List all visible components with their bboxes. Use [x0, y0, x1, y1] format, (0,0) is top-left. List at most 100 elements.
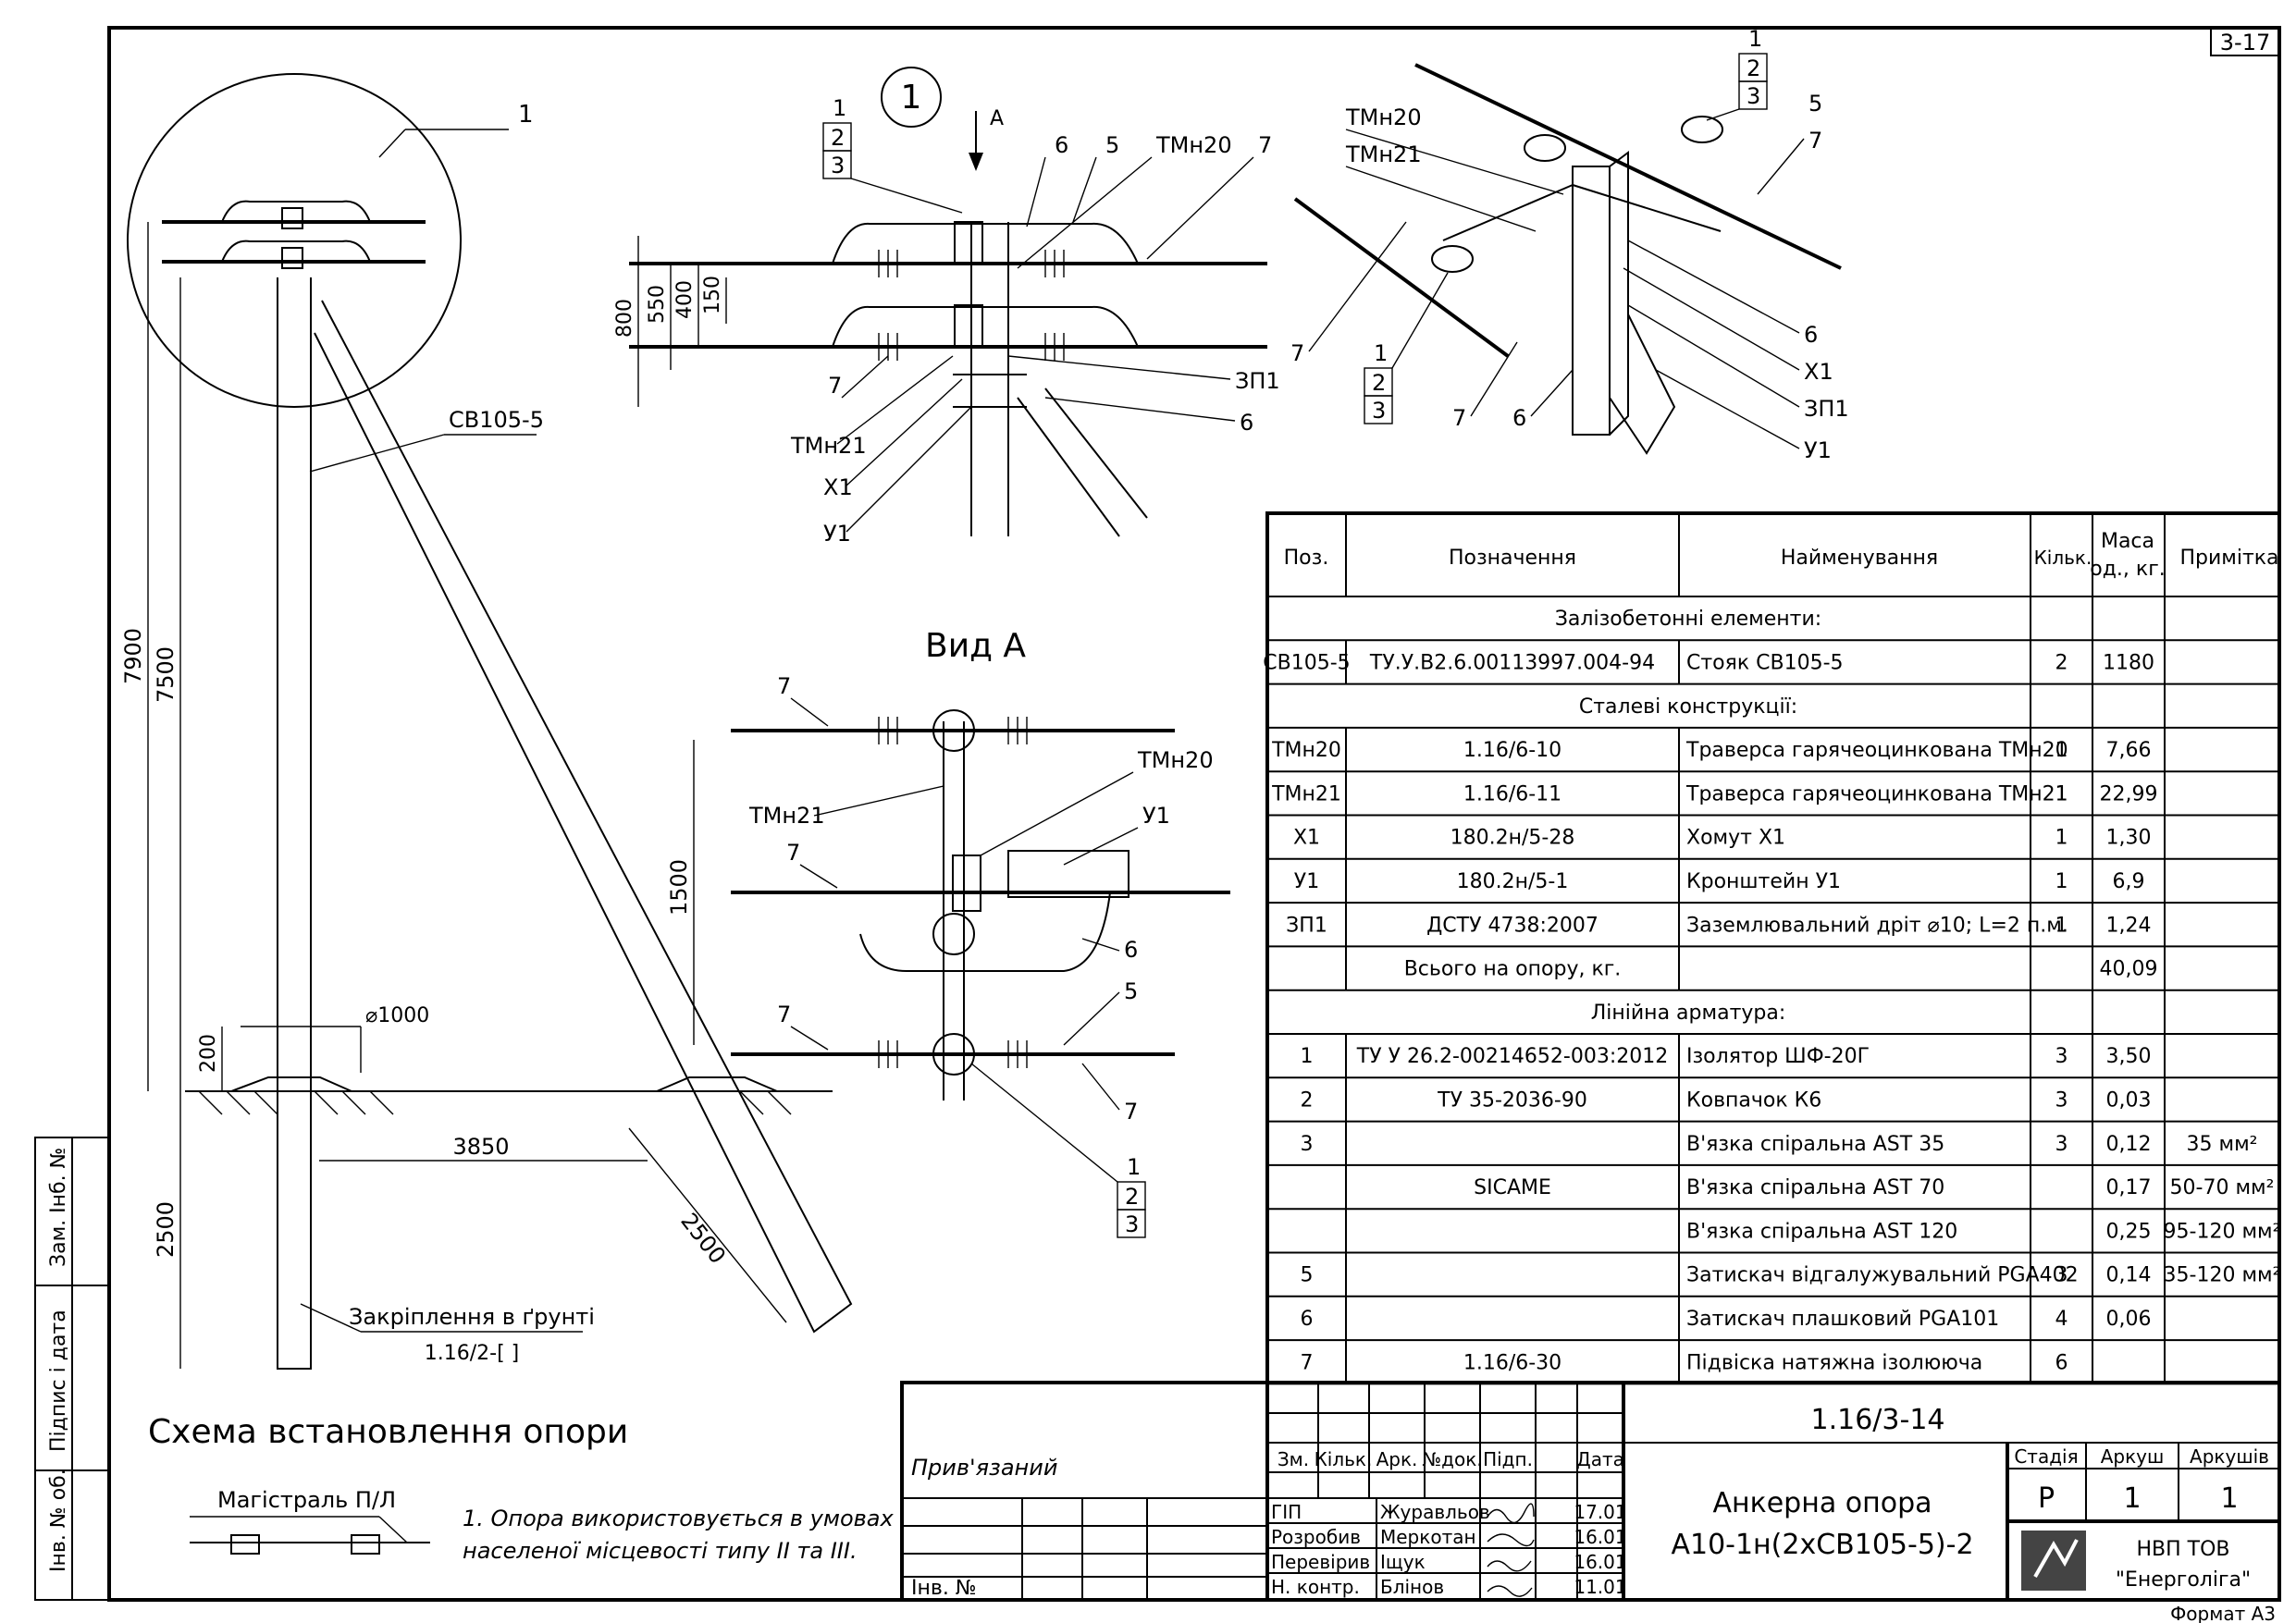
- sheet-number: 3-17: [2220, 30, 2270, 55]
- legend-title: Магістраль П/Л: [217, 1487, 396, 1513]
- cell-name: Заземлювальний дріт ⌀10; L=2 п.м.: [1686, 914, 2068, 937]
- cell-code: Всього на опору, кг.: [1404, 958, 1622, 981]
- cell-qty: 2: [2055, 652, 2068, 675]
- main-pole: [277, 277, 312, 1370]
- detail-label-6: 6: [1055, 132, 1068, 158]
- sheet-value: 1: [2123, 1482, 2141, 1515]
- cell-pos: 5: [1301, 1264, 1314, 1287]
- dim-2500-strut: 2500: [675, 1208, 731, 1268]
- cell-mass: 1,30: [2106, 827, 2152, 850]
- dim-200: 200: [197, 1034, 220, 1073]
- section-header: Сталеві конструкції:: [1579, 695, 1797, 719]
- detail-label-zp1: ЗП1: [1235, 368, 1280, 394]
- stage-header: Стадія: [2014, 1445, 2078, 1468]
- section-header: Лінійна арматура:: [1591, 1002, 1786, 1025]
- person-name-3: Іщук: [1380, 1551, 1426, 1573]
- dim-1500: 1500: [666, 859, 692, 916]
- cell-code: 1.16/6-10: [1463, 739, 1562, 762]
- cell-name: Стояк СВ105-5: [1686, 652, 1844, 675]
- detail-label-tmn21: ТМн21: [790, 433, 867, 459]
- scheme-title: Схема встановлення опори: [148, 1413, 628, 1451]
- title-line-1: Анкерна опора: [1712, 1487, 1932, 1519]
- cell-code: 1.16/6-11: [1463, 782, 1562, 805]
- cell-mass: 3,50: [2106, 1045, 2152, 1068]
- cell-pos: ТМн20: [1271, 739, 1341, 762]
- tb-col-data: Дата: [1576, 1448, 1624, 1470]
- tb-col-pidp: Підп.: [1483, 1448, 1533, 1470]
- view-a-label-5: 5: [1124, 978, 1138, 1004]
- cell-mass: 6,9: [2113, 870, 2145, 893]
- cell-note: 35-120 мм²: [2164, 1264, 2281, 1287]
- side-stamp-inv: Інв. № об.: [47, 1469, 70, 1572]
- cell-name: Підвіска натяжна ізолююча: [1686, 1351, 1982, 1374]
- cell-name: В'язка спіральна AST 70: [1686, 1176, 1944, 1199]
- title-line-2: А10-1н(2хСВ105-5)-2: [1671, 1529, 1973, 1561]
- person-date-3: 16.01: [1574, 1551, 1626, 1573]
- main-strut: [314, 300, 853, 1334]
- tb-col-doc: №док.: [1422, 1448, 1482, 1470]
- cell-mass: 22,99: [2100, 782, 2158, 805]
- iso-stack-left-2: 2: [1372, 370, 1386, 396]
- view-a-label-7a: 7: [777, 673, 791, 699]
- cell-name: В'язка спіральна AST 35: [1686, 1133, 1944, 1156]
- view-arrow-label: А: [990, 107, 1004, 130]
- col-header-qty: Кільк.: [2034, 547, 2092, 569]
- stand-label: СВ105-5: [449, 407, 544, 433]
- detail-label-x1: Х1: [823, 474, 853, 500]
- company-line-1: НВП ТОВ: [2136, 1538, 2229, 1561]
- cell-qty: 6: [2055, 1351, 2068, 1374]
- cell-pos: 3: [1301, 1133, 1314, 1156]
- cell-note: 95-120 мм²: [2164, 1220, 2281, 1243]
- cell-mass: 0,17: [2106, 1176, 2152, 1199]
- title-block: 1.16/3-14 Прив'язаний Інв. № Зм. Кіл: [900, 1381, 2281, 1602]
- col-header-note: Примітка: [2179, 547, 2278, 570]
- dim-150: 150: [701, 276, 724, 314]
- detail-label-u1: У1: [823, 521, 851, 547]
- cell-qty: 1: [2055, 870, 2068, 893]
- detail-label-6b: 6: [1240, 410, 1253, 436]
- iso-label-7r: 7: [1808, 128, 1822, 154]
- tb-col-ark: Арк.: [1376, 1448, 1418, 1470]
- detail-stack-2: 2: [831, 125, 845, 151]
- cell-mass: 0,06: [2106, 1308, 2152, 1331]
- col-header-pos: Поз.: [1284, 547, 1329, 570]
- cell-mass: 0,25: [2106, 1220, 2152, 1243]
- person-date-1: 17.01: [1574, 1501, 1626, 1523]
- iso-label-tmn21: ТМн21: [1345, 141, 1422, 167]
- iso-label-x1: Х1: [1804, 359, 1833, 385]
- cell-pos: 7: [1301, 1351, 1314, 1374]
- iso-label-6: 6: [1512, 405, 1526, 431]
- view-a-label-7d: 7: [1124, 1099, 1138, 1125]
- detail-label-5: 5: [1105, 132, 1119, 158]
- sheet-header: Аркуш: [2101, 1445, 2165, 1468]
- cell-name: Хомут Х1: [1686, 827, 1785, 850]
- view-a-label-7c: 7: [777, 1002, 791, 1027]
- detail-label-tmn20: ТМн20: [1155, 132, 1232, 158]
- cell-pos: 6: [1301, 1308, 1314, 1331]
- cell-code: 180.2н/5-1: [1457, 870, 1569, 893]
- detail-label-7b: 7: [828, 373, 842, 399]
- cell-pos: СВ105-5: [1263, 652, 1350, 675]
- cell-mass: 0,12: [2106, 1133, 2152, 1156]
- cell-mass: 0,14: [2106, 1264, 2152, 1287]
- note-line-2: населеної місцевості типу ІІ та ІІІ.: [463, 1538, 858, 1564]
- view-a-label-7b: 7: [786, 840, 800, 866]
- view-a-title: Вид А: [925, 627, 1026, 665]
- main-installation-view: 1 7900 7500 2500 200 ⌀1000: [120, 73, 853, 1451]
- cell-qty: 3: [2055, 1089, 2068, 1113]
- sheets-header: Аркушів: [2190, 1445, 2269, 1468]
- detail-stack-3: 3: [831, 153, 845, 178]
- person-date-2: 16.01: [1574, 1526, 1626, 1548]
- iso-label-7m: 7: [1452, 405, 1466, 431]
- view-a-stack-1: 1: [1127, 1154, 1141, 1180]
- cell-code: 1.16/6-30: [1463, 1351, 1562, 1374]
- anchor-ref: 1.16/2-[ ]: [425, 1342, 520, 1365]
- cell-qty: 1: [2055, 782, 2068, 805]
- side-stamp-zam: Зам. Інб. №: [47, 1148, 70, 1267]
- cell-name: Траверса гарячеоцинкована ТМн20: [1685, 739, 2068, 762]
- iso-label-6r: 6: [1804, 322, 1818, 348]
- side-stamp: Інв. № об. Підпис і дата Зам. Інб. №: [34, 1137, 110, 1601]
- detail-circle-number: 1: [901, 79, 922, 117]
- iso-label-u1: У1: [1804, 437, 1832, 463]
